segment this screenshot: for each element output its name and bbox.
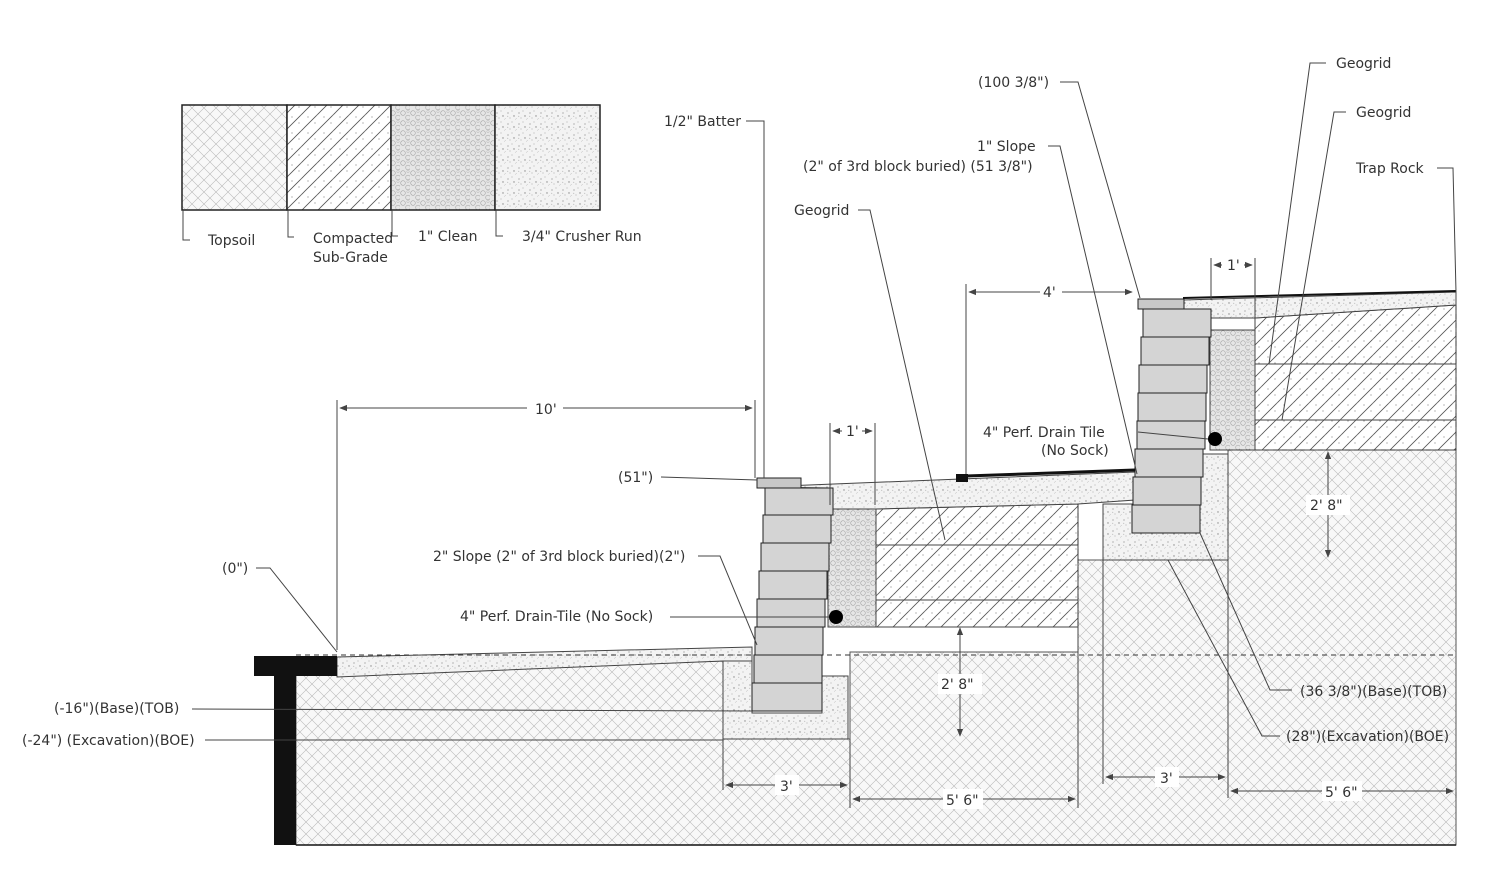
- label-excavation-low: (-24") (Excavation)(BOE): [22, 733, 195, 749]
- legend-swatch-topsoil: [181, 104, 288, 211]
- label-base-tob-high: (36 3/8")(Base)(TOB): [1300, 684, 1447, 700]
- ground-masses: [295, 291, 1457, 846]
- upper-clean-stone: [1209, 329, 1256, 451]
- dim-three-ft-high: 3': [1160, 771, 1173, 787]
- dim-three-ft-low: 3': [780, 779, 793, 795]
- label-slope-high-1: 1" Slope: [977, 139, 1036, 155]
- legend-swatch-crusher: [494, 104, 601, 211]
- lower-block-6: [754, 626, 824, 656]
- dim-five-six-low: 5' 6": [946, 793, 979, 809]
- label-drain-low: 4" Perf. Drain-Tile (No Sock): [460, 609, 653, 625]
- upper-surface-line: [1182, 290, 1457, 299]
- dimension-lines: 10' 1' 4' 1' 2' 8" 2' 8" 3' 5' 6": [336, 255, 1457, 809]
- terrace-edge-marker: [956, 474, 968, 482]
- upper-block-7: [1132, 476, 1202, 506]
- label-drain-high-1: 4" Perf. Drain Tile: [983, 425, 1105, 441]
- upper-block-6: [1134, 448, 1204, 478]
- legend-label-clean: 1" Clean: [418, 229, 478, 245]
- material-legend: Topsoil Compacted Sub-Grade 1" Clean 3/4…: [181, 104, 642, 266]
- legend-label-subgrade: Sub-Grade: [313, 250, 388, 266]
- callouts: (0") (-16")(Base)(TOB) (-24") (Excavatio…: [22, 56, 1457, 749]
- lower-block-4: [758, 570, 828, 600]
- upper-retaining-wall: [1131, 298, 1222, 534]
- upper-block-8: [1131, 504, 1201, 534]
- upper-wall-cap: [1137, 298, 1185, 310]
- label-excavation-high: (28")(Excavation)(BOE): [1286, 729, 1449, 745]
- dim-height-low: 2' 8": [941, 677, 974, 693]
- upper-block-4: [1137, 392, 1207, 422]
- lower-block-3: [760, 542, 830, 572]
- legend-label-compacted: Compacted: [313, 231, 393, 247]
- lower-block-2: [762, 514, 832, 544]
- lower-compacted-fill: [875, 503, 1079, 628]
- existing-foundation-wall: [254, 656, 1456, 846]
- wall-stem: [274, 676, 296, 845]
- dim-height-high: 2' 8": [1310, 498, 1343, 514]
- label-trap-rock: Trap Rock: [1355, 161, 1425, 177]
- label-slope-high-2: (2" of 3rd block buried) (51 3/8"): [803, 159, 1033, 175]
- label-zero-elevation: (0"): [222, 561, 248, 577]
- label-elevation-51: (51"): [618, 470, 653, 486]
- lower-wall-cap: [756, 477, 802, 489]
- label-slope-low: 2" Slope (2" of 3rd block buried)(2"): [433, 549, 685, 565]
- dim-five-six-high: 5' 6": [1325, 785, 1358, 801]
- lower-block-7: [753, 654, 823, 684]
- label-geogrid-second: Geogrid: [1356, 105, 1411, 121]
- dim-ten-ft: 10': [535, 402, 557, 418]
- dim-one-ft-high: 1': [1227, 258, 1240, 274]
- label-batter: 1/2" Batter: [664, 114, 741, 130]
- lower-clean-stone: [827, 508, 877, 628]
- upper-block-1: [1142, 308, 1212, 338]
- label-geogrid-mid: Geogrid: [794, 203, 849, 219]
- lower-block-8: [751, 682, 823, 712]
- upper-drain-tile-icon: [1208, 432, 1222, 446]
- legend-swatch-clean: [390, 104, 496, 211]
- lower-block-5: [756, 598, 826, 628]
- upper-compacted-fill: [1254, 304, 1457, 451]
- lower-drain-tile-icon: [829, 610, 843, 624]
- dim-one-ft-low: 1': [846, 424, 859, 440]
- upper-block-2: [1140, 336, 1210, 366]
- label-elevation-100: (100 3/8"): [978, 75, 1049, 91]
- label-base-tob-low: (-16")(Base)(TOB): [54, 701, 179, 717]
- lower-block-1: [764, 487, 834, 516]
- upper-block-3: [1138, 364, 1208, 394]
- label-geogrid-top: Geogrid: [1336, 56, 1391, 72]
- wall-cap: [254, 656, 337, 676]
- terrace-surface-line: [965, 468, 1136, 478]
- label-drain-high-2: (No Sock): [1041, 443, 1109, 459]
- lower-retaining-wall: [751, 477, 843, 712]
- legend-label-crusher: 3/4" Crusher Run: [522, 229, 642, 245]
- legend-label-topsoil: Topsoil: [207, 233, 255, 249]
- legend-swatch-compacted: [286, 104, 392, 211]
- dim-four-ft: 4': [1043, 285, 1056, 301]
